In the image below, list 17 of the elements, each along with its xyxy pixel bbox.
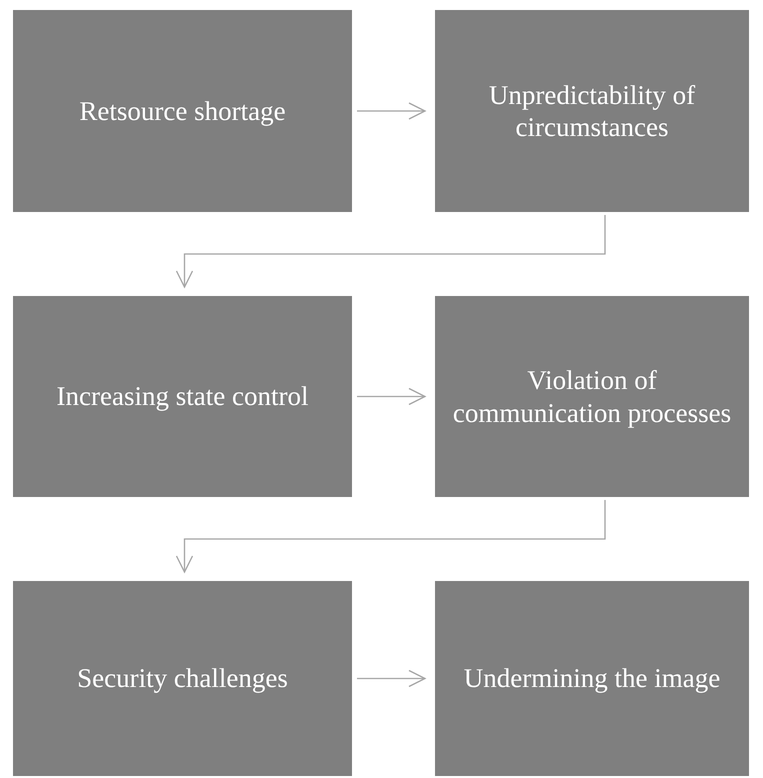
box-label: Unpredictability of circumstances <box>488 78 696 144</box>
arrow <box>176 215 606 288</box>
box-label: Retsource shortage <box>79 94 286 128</box>
arrow <box>357 388 426 406</box>
process-box <box>435 296 749 497</box>
box-label: Increasing state control <box>56 380 308 413</box>
process-box <box>435 581 749 776</box>
process-box <box>13 296 352 497</box>
process-box <box>435 10 749 212</box>
box-label: Security challenges <box>77 662 288 695</box>
process-box <box>13 10 352 212</box>
arrow <box>357 670 426 688</box>
process-box <box>13 581 352 776</box>
box-label: Violation of communication processes <box>452 364 732 429</box>
box-label: Undermining the image <box>464 662 720 695</box>
arrow <box>357 102 426 120</box>
arrow <box>176 500 606 573</box>
